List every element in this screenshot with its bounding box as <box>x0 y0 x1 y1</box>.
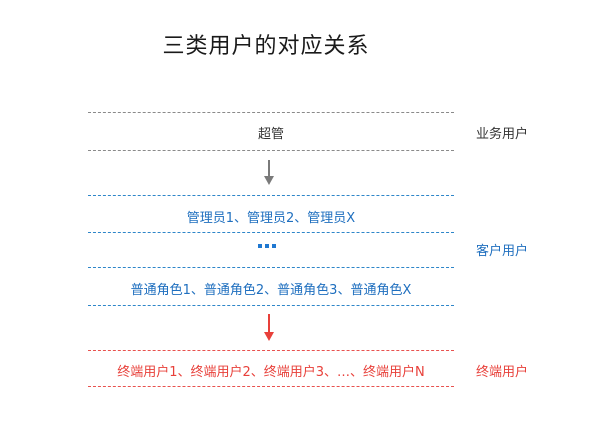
business-user-label: 业务用户 <box>476 127 529 142</box>
customer-middle-divider-1 <box>88 232 454 233</box>
diagram-title: 三类用户的对应关系 <box>162 34 370 59</box>
super-admin-label: 超管 <box>257 127 284 142</box>
admins-label: 管理员1、管理员2、管理员X <box>186 211 356 226</box>
end-user-label: 终端用户 <box>476 365 529 380</box>
end-user-top-divider <box>88 350 454 351</box>
ellipsis-icon <box>258 244 276 248</box>
business-top-divider <box>88 112 454 113</box>
roles-label: 普通角色1、普通角色2、普通角色3、普通角色X <box>130 283 412 298</box>
end-user-bottom-divider <box>88 386 454 387</box>
down-arrow-icon <box>264 314 274 341</box>
customer-user-label: 客户用户 <box>476 244 529 259</box>
customer-top-divider <box>88 195 454 196</box>
down-arrow-icon <box>264 160 274 185</box>
customer-bottom-divider <box>88 305 454 306</box>
customer-middle-divider-2 <box>88 267 454 268</box>
end-users-label: 终端用户1、终端用户2、终端用户3、…、终端用户N <box>117 365 425 380</box>
business-bottom-divider <box>88 150 454 151</box>
